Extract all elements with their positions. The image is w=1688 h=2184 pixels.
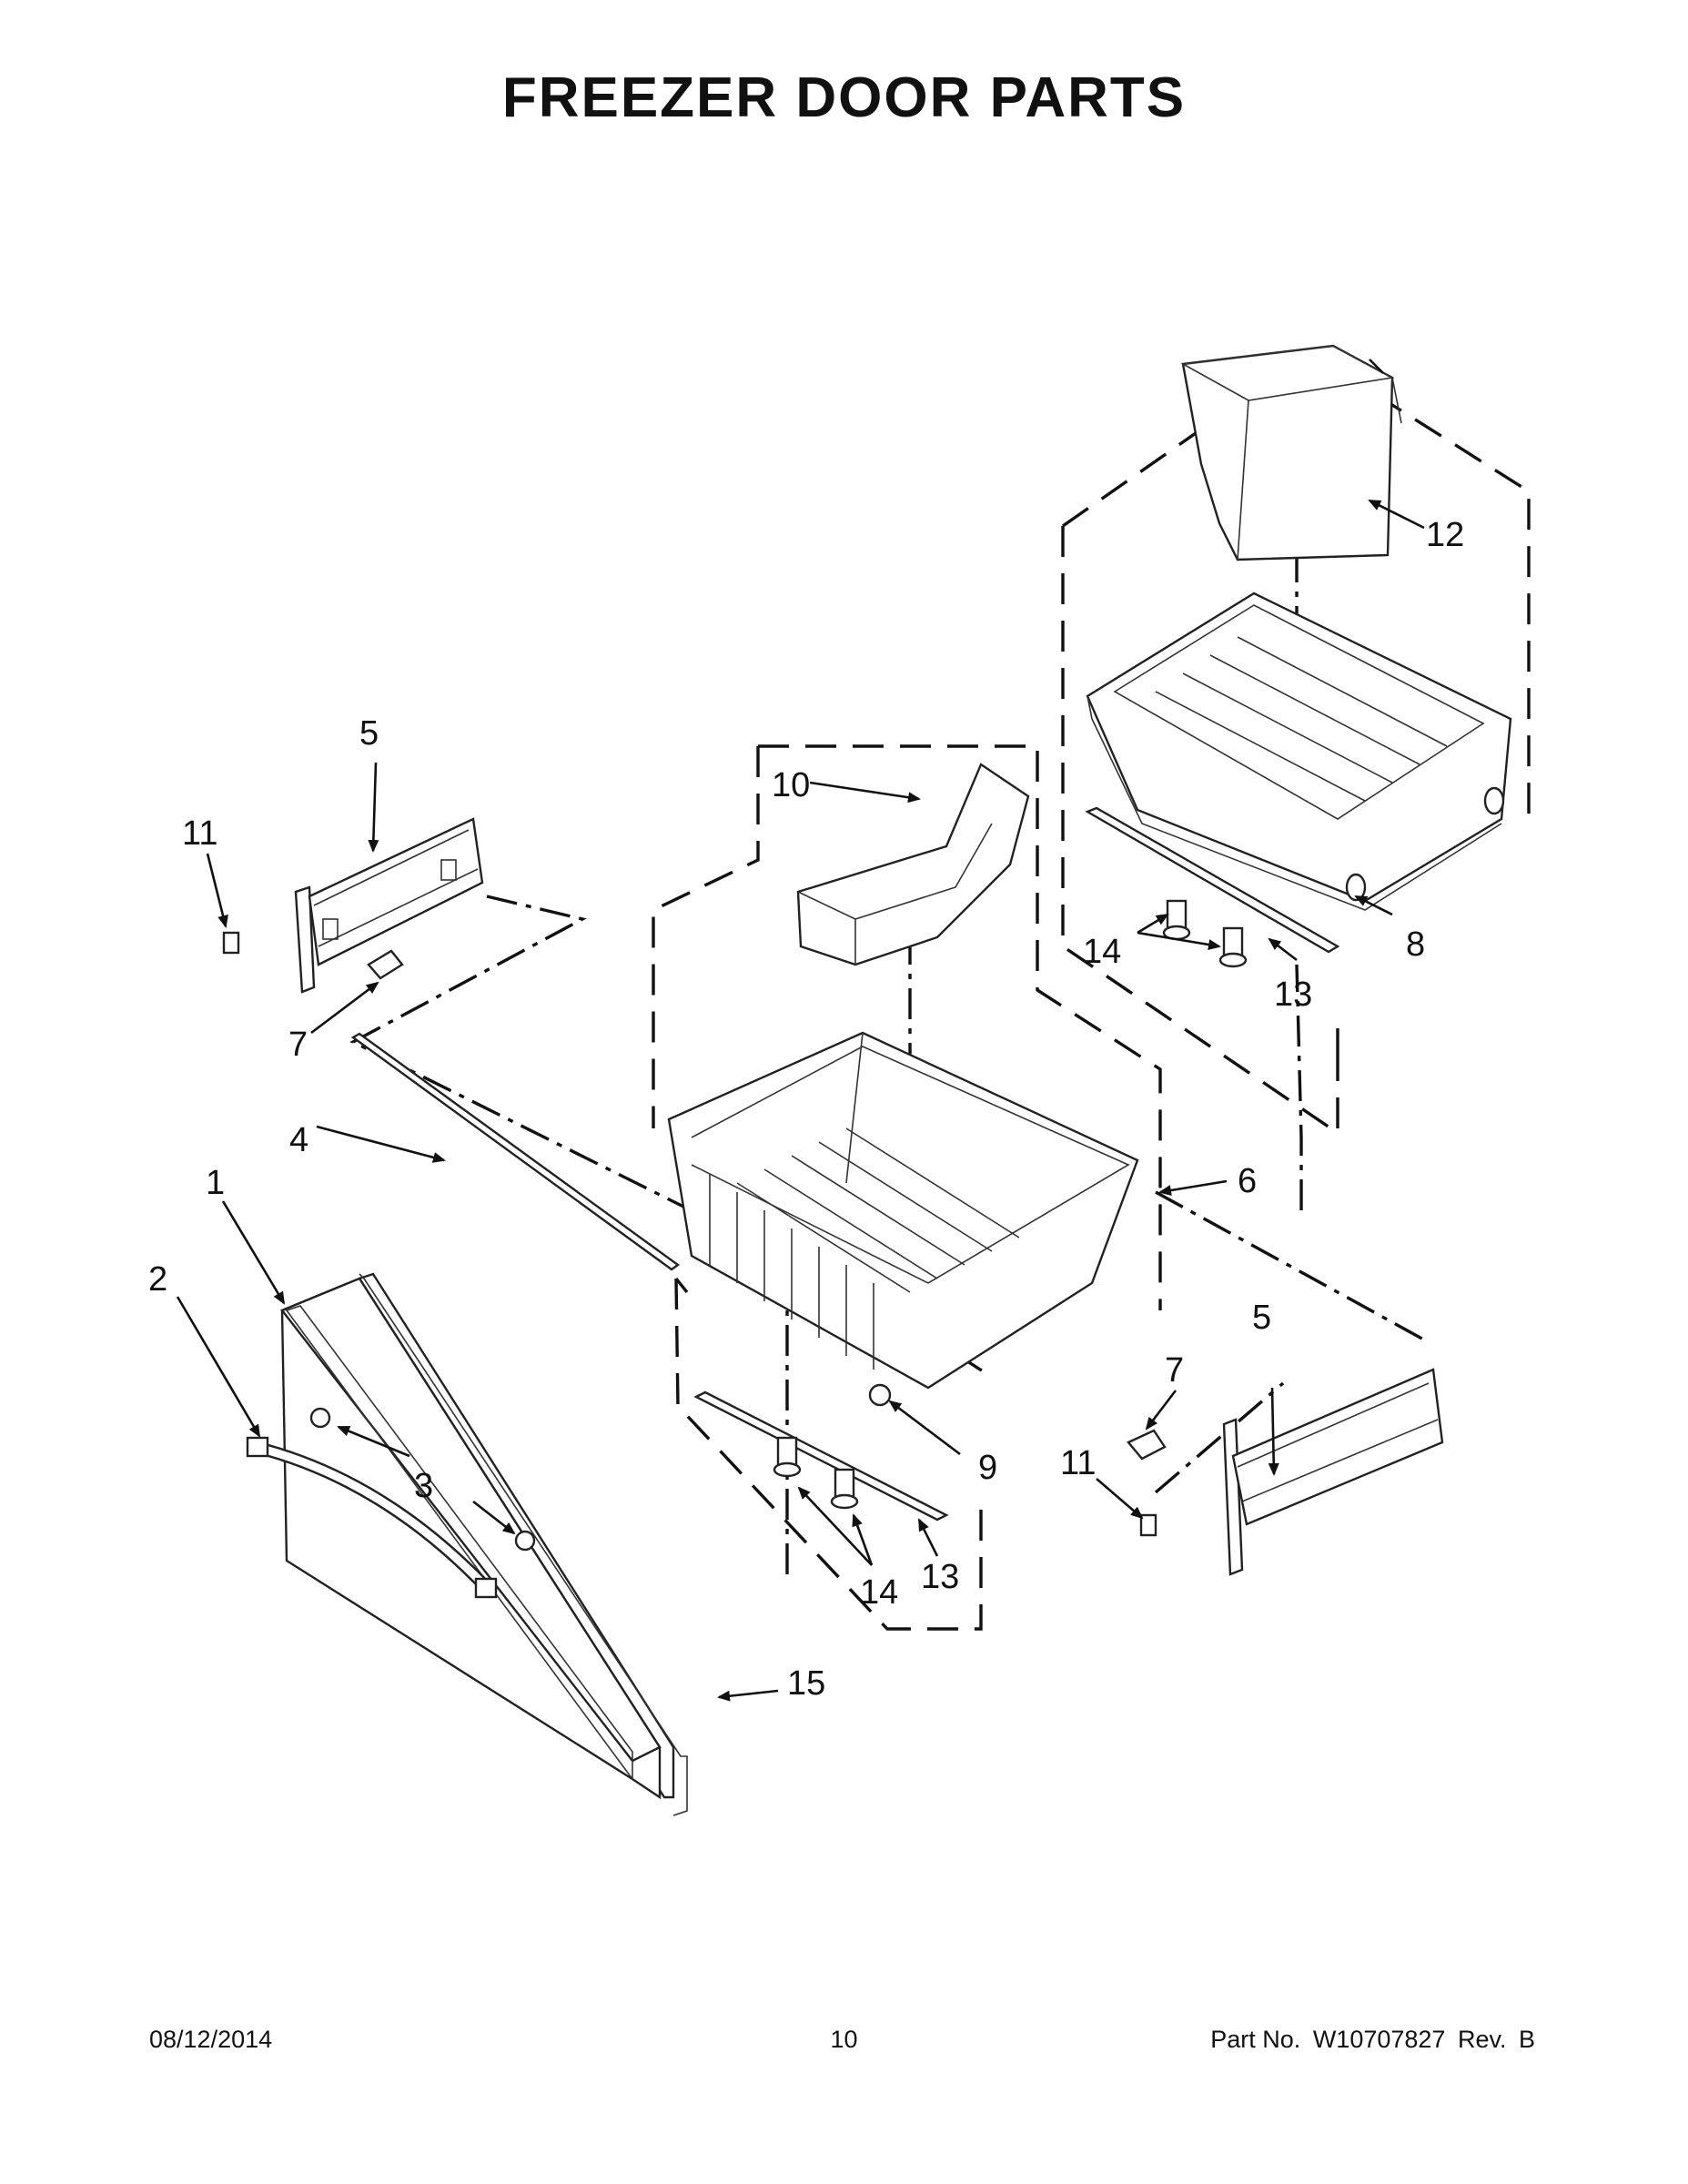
right-screw-7 [1127, 1429, 1167, 1461]
upper-screws [1162, 899, 1248, 968]
right-bumper-11 [1139, 1513, 1157, 1537]
lower-basket-group-outline [652, 744, 1162, 1631]
left-screw-7 [367, 949, 404, 980]
lower-basket-rail [693, 1390, 949, 1522]
upper-shelf-bin [1180, 344, 1402, 561]
callout-11-left: 11 [182, 814, 217, 853]
rev-value: B [1518, 2026, 1535, 2053]
callout-11-right: 11 [1060, 1444, 1096, 1482]
door-track-4 [350, 1032, 681, 1271]
callout-1: 1 [206, 1164, 225, 1202]
callout-13-lower: 13 [921, 1558, 959, 1596]
callout-8: 8 [1406, 925, 1425, 964]
lower-shelf-bin [796, 763, 1030, 966]
callout-5-left: 5 [359, 714, 379, 753]
callout-numbers: 12 10 5 11 7 4 6 1 2 3 8 14 13 9 5 7 11 … [148, 516, 1464, 1703]
upper-basket-rail [1085, 806, 1340, 954]
part-no-label: Part No. [1210, 2026, 1301, 2053]
right-slide-rail [1222, 1368, 1444, 1576]
page-title: FREEZER DOOR PARTS [501, 66, 1187, 129]
callout-2: 2 [148, 1260, 167, 1299]
callout-10: 10 [772, 766, 810, 804]
callout-6: 6 [1238, 1162, 1257, 1200]
callout-3: 3 [414, 1467, 433, 1505]
freezer-door [280, 1272, 675, 1800]
rev-label: Rev. [1457, 2026, 1507, 2053]
callout-4: 4 [289, 1121, 308, 1159]
left-slide-rail [294, 817, 484, 994]
callout-5-right: 5 [1252, 1299, 1271, 1337]
upper-basket [1086, 592, 1512, 911]
footer-date: 08/12/2014 [149, 2026, 273, 2053]
footer-page-number: 10 [830, 2026, 858, 2053]
callout-13-upper: 13 [1274, 976, 1312, 1014]
upper-basket-group-outline [1061, 350, 1531, 1137]
callout-7-left: 7 [288, 1026, 308, 1064]
lower-screws [773, 1436, 859, 1510]
lower-basket [667, 1031, 1139, 1390]
callout-14-upper: 14 [1083, 933, 1121, 971]
callout-12: 12 [1426, 516, 1464, 554]
door-handle [246, 1436, 498, 1599]
footer-part-number: Part No. W10707827 Rev. B [1205, 2026, 1535, 2054]
bumper-9 [868, 1383, 892, 1407]
left-bumper-11 [222, 931, 240, 955]
callout-7-right: 7 [1165, 1351, 1184, 1390]
door-gasket-15 [359, 1273, 688, 1816]
callout-15: 15 [787, 1664, 825, 1703]
callout-14-lower: 14 [860, 1573, 898, 1612]
part-no-value: W10707827 [1312, 2026, 1446, 2053]
handle-studs [309, 1407, 536, 1552]
leader-lines [176, 359, 1425, 1702]
callout-9: 9 [978, 1449, 997, 1487]
